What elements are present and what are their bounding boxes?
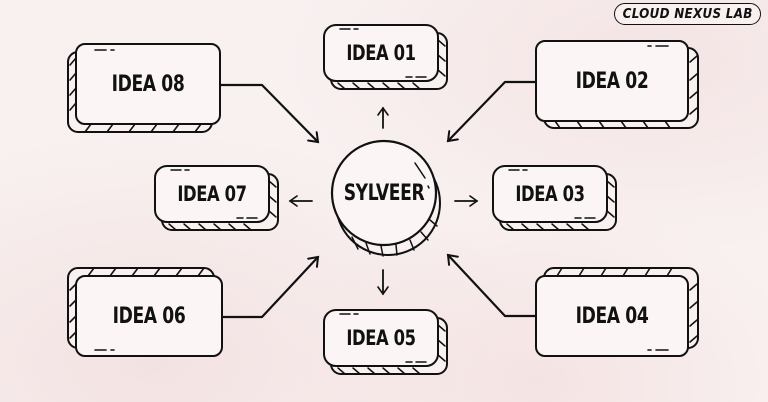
idea-08-label: IDEA 08 (111, 71, 185, 97)
idea-01-label: IDEA 01 (346, 41, 416, 65)
idea-06-box (67, 255, 320, 357)
center-node (330, 139, 479, 257)
idea-05-label: IDEA 05 (346, 326, 416, 350)
idea-02-label: IDEA 02 (575, 68, 649, 94)
idea-08-box (67, 43, 320, 144)
idea-04-label: IDEA 04 (575, 303, 649, 329)
idea-01-box (323, 24, 448, 129)
idea-03-label: IDEA 03 (515, 182, 585, 206)
idea-04-box (446, 253, 699, 357)
idea-07-label: IDEA 07 (177, 182, 247, 206)
idea-03-box (492, 165, 617, 231)
idea-05-box (323, 269, 448, 375)
idea-06-label: IDEA 06 (112, 303, 186, 329)
center-label: SYLVEER (343, 180, 425, 206)
idea-02-box (446, 40, 699, 143)
brand-label: CLOUD NEXUS LAB (622, 6, 753, 22)
brand-badge: CLOUD NEXUS LAB (614, 3, 761, 25)
idea-07-box (154, 165, 313, 231)
